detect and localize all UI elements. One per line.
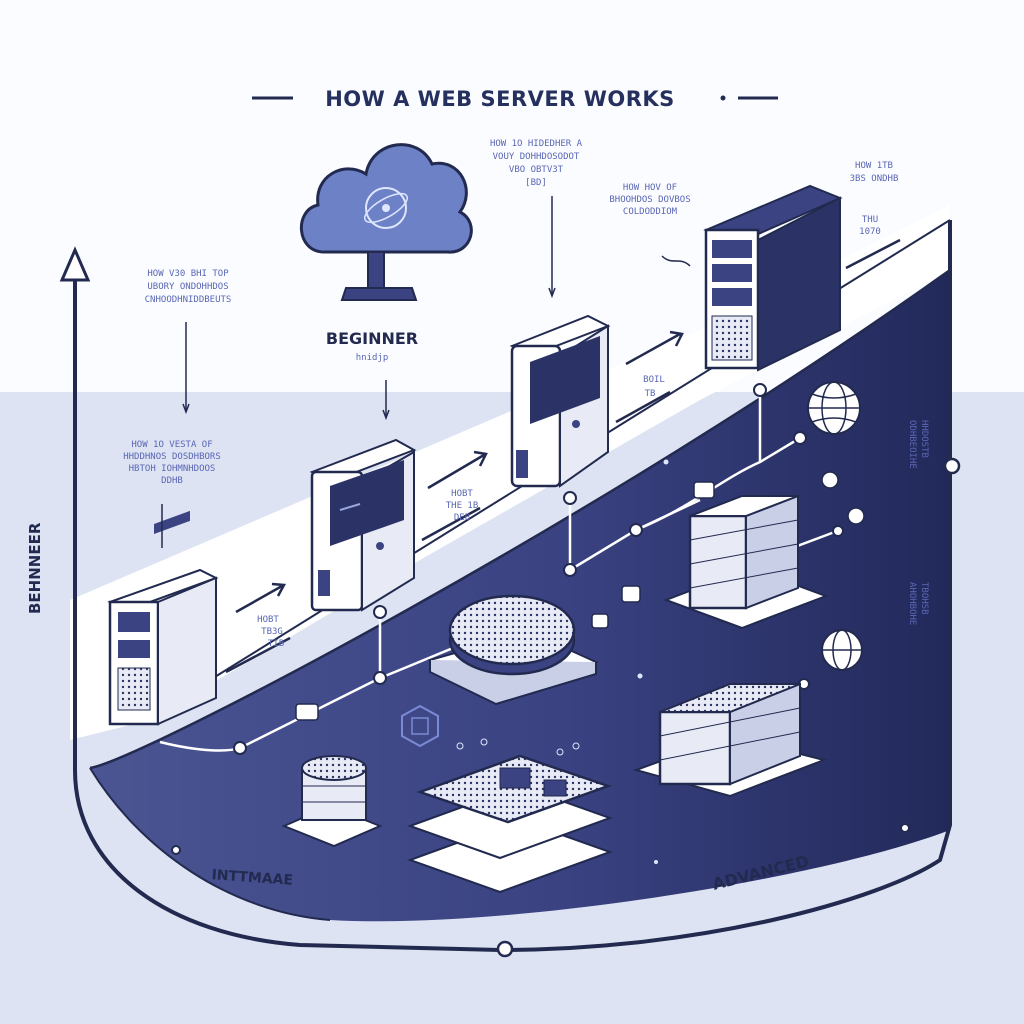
annotation-a4: HOW HOV OF BHOOHDOS DOVBOS COLDODDIOM [609, 183, 690, 217]
annotation-line: HHDOSTB [919, 420, 929, 458]
flow-arrows [225, 238, 901, 674]
annotation-line: CNHOODHNIDDBEUTS [145, 295, 232, 305]
annotation-line: TB3G [261, 627, 283, 637]
annotation-line: BHOOHDOS DOVBOS [609, 195, 690, 205]
loop-node [943, 457, 961, 475]
axis-stage-label: BEHNNEER [26, 522, 44, 614]
pc-server-icon [509, 314, 611, 488]
annotation-pointers [161, 196, 691, 548]
slope-edge [89, 268, 951, 770]
annotation-a2: HOW 1O VESTA OF HHDDHNOS DOSDHBORS HBTOH… [123, 440, 221, 486]
annotation-line: THE 1B [446, 501, 479, 511]
beginner-sublabel: hnidjp [356, 353, 389, 363]
drive-stack-icon [663, 494, 829, 630]
annotation-line: HOW HOV OF [623, 183, 677, 193]
storage-cylinder-icon [281, 755, 383, 848]
annotation-line: THU [862, 215, 878, 225]
rack-stack-icon [632, 682, 828, 798]
globe-icon [807, 381, 861, 435]
intermediate-label: INTTMAAE [211, 867, 293, 889]
loop-node [171, 845, 181, 855]
annotation-line: HHDDHNOS DOSDHBORS [123, 452, 221, 462]
annotation-line: HOW 1TB [855, 161, 893, 171]
annotation-line: [BD] [525, 178, 547, 188]
chip-hex-icon [401, 704, 439, 748]
annotation-line: BOIL [643, 375, 665, 385]
small-server-icon [107, 510, 219, 726]
up-arrow-icon [59, 246, 91, 282]
annotation-line: 1070 [859, 227, 881, 237]
annotation-line: 3BS ONDHB [850, 174, 899, 184]
annotation-line: TIB [268, 639, 284, 649]
cable-icon [295, 471, 865, 721]
annotation-line: HBTOH IOHMNHDOOS [129, 464, 216, 474]
circuit-disk-icon [427, 594, 599, 706]
annotation-line: ODHBEOIHE [907, 420, 917, 469]
annotation-line: COLDODDIOM [623, 207, 678, 217]
zone-edge [89, 767, 331, 921]
annotation-line: HOBT [451, 489, 473, 499]
annotation-line: VOUY DOHHDOSODOT [493, 152, 580, 162]
annotation-a8: HOBT THE 1B DEB [446, 489, 479, 523]
annotation-line: HOW 1O HIDEDHER A [490, 139, 583, 149]
annotation-line: DDHB [161, 476, 183, 486]
annotation-a10: ODHBEOIHE HHDOSTB [907, 420, 929, 469]
annotation-line: TB [645, 389, 656, 399]
cloud-icon [300, 143, 473, 301]
globe-icon [821, 629, 863, 671]
loop-node [900, 823, 910, 833]
annotation-line: VBO OBTV3T [509, 165, 564, 175]
page-title: HOW A WEB SERVER WORKS [325, 87, 675, 111]
annotation-line: UBORY ONDOHHDOS [147, 282, 228, 292]
annotation-a6: THU 1070 [859, 215, 881, 237]
motherboard-stack-icon [407, 754, 613, 894]
annotation-a7: HOBT TB3G TIB [257, 615, 284, 649]
annotation-a9: BOIL TB [643, 375, 665, 399]
monitor-server-icon [309, 438, 417, 612]
sparkles [456, 459, 669, 864]
annotation-a3: HOW 1O HIDEDHER A VOUY DOHHDOSODOT VBO O… [490, 139, 583, 188]
annotation-a5: HOW 1TB 3BS ONDHB [850, 161, 899, 184]
loop-node [496, 940, 514, 958]
tower-server-icon [703, 184, 843, 372]
annotation-line: HOBT [257, 615, 279, 625]
annotation-a1: HOW V30 BHI TOP UBORY ONDOHHDOS CNHOODHN… [145, 269, 232, 305]
annotation-line: DEB [454, 513, 470, 523]
title-dot [720, 95, 726, 101]
annotation-a11: AHOHBOHE TBOHSB [907, 582, 929, 625]
annotation-line: AHOHBOHE [907, 582, 917, 625]
annotation-line: HOW 1O VESTA OF [131, 440, 212, 450]
progress-loop-line [73, 220, 952, 953]
annotation-line: TBOHSB [919, 582, 929, 615]
annotation-line: HOW V30 BHI TOP [147, 269, 229, 279]
beginner-label: BEGINNER [326, 329, 418, 348]
